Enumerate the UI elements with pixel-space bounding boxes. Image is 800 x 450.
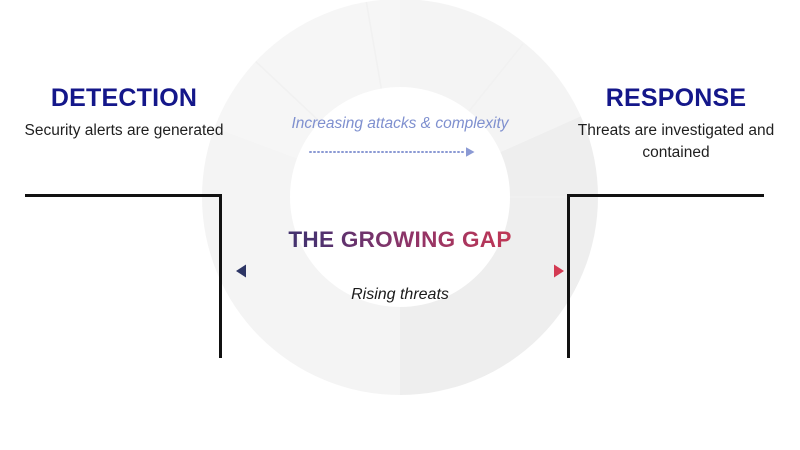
bracket-right-horizontal [567,194,764,197]
detection-panel: DETECTION Security alerts are generated [9,85,239,142]
increasing-attacks-annotation: Increasing attacks & complexity [200,115,600,160]
detection-description: Security alerts are generated [24,122,224,140]
response-panel: RESPONSE Threats are investigated and co… [561,85,791,164]
dotted-right-arrow [200,144,600,160]
bracket-left-horizontal [25,194,222,197]
detection-title: DETECTION [50,84,198,112]
response-title: RESPONSE [605,84,747,112]
response-description: Threats are investigated and contained [577,122,775,162]
growing-gap-block: THE GROWING GAP Rising threats [200,227,600,304]
increasing-attacks-label: Increasing attacks & complexity [291,115,509,132]
gradient-double-arrow [200,260,600,282]
rising-threats-label: Rising threats [351,285,449,303]
growing-gap-title: THE GROWING GAP [200,227,600,253]
bracket-right-vertical [567,194,570,358]
bracket-left-vertical [219,194,222,358]
